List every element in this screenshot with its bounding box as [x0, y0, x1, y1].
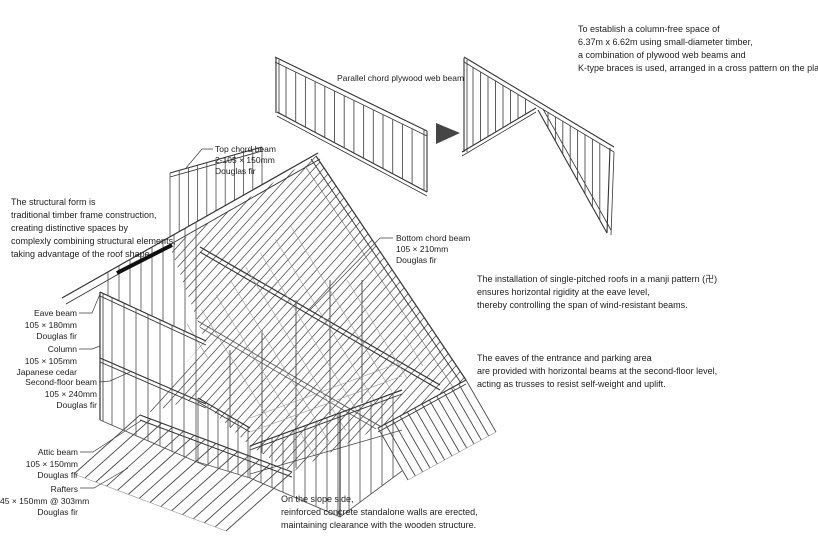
- note-line: The structural form is: [11, 197, 96, 207]
- note-line: 6.37m x 6.62m using small-diameter timbe…: [578, 37, 753, 47]
- label-line: Douglas fir: [36, 331, 77, 342]
- note-line: reinforced concrete standalone walls are…: [281, 507, 478, 517]
- label-line: Second-floor beam: [25, 377, 97, 387]
- note-line: taking advantage of the roof shape.: [11, 249, 153, 259]
- note-line: complexly combining structural elements,: [11, 236, 176, 246]
- label-second-floor-beam: Second-floor beam 105 × 240mm Douglas fi…: [0, 377, 97, 412]
- note-line: To establish a column-free space of: [578, 24, 720, 34]
- label-line: Eave beam: [34, 308, 77, 318]
- label-line: 105 × 240mm: [44, 388, 97, 399]
- label-line: Douglas fir: [396, 254, 437, 265]
- leader-lines: [79, 148, 393, 489]
- label-top-chord-beam: Top chord beam 2-105 × 150mm Douglas fir: [215, 144, 276, 176]
- label-line: 105 × 210mm: [396, 243, 449, 254]
- highlighted-beam: [116, 243, 173, 275]
- note-eaves: The eaves of the entrance and parking ar…: [477, 352, 717, 391]
- note-line: creating distinctive spaces by: [11, 223, 129, 233]
- label-attic-beam: Attic beam 105 × 150mm Douglas fir: [0, 447, 78, 482]
- label-line: Japanese cedar: [16, 367, 78, 378]
- label-line: Bottom chord beam: [396, 233, 471, 243]
- lower-stud-walls: [139, 361, 403, 518]
- left-eave-rafter-fan: [73, 414, 293, 532]
- top-chord-truss-panel: [169, 146, 263, 237]
- note-line: traditional timber frame construction,: [11, 210, 157, 220]
- label-rafters: Rafters 45 × 150mm @ 303mm Douglas fir: [0, 484, 90, 519]
- label-bottom-chord-beam: Bottom chord beam 105 × 210mm Douglas fi…: [396, 233, 470, 265]
- note-line: thereby controlling the span of wind-res…: [477, 300, 688, 310]
- note-line: are provided with horizontal beams at th…: [477, 366, 718, 376]
- label-line: 45 × 150mm @ 303mm: [0, 495, 90, 506]
- label-line: Douglas fir: [215, 165, 256, 176]
- note-line: maintaining clearance with the wooden st…: [281, 520, 477, 530]
- label-line: Douglas fir: [37, 470, 78, 481]
- note-line: K-type braces is used, arranged in a cro…: [578, 63, 818, 73]
- right-eave-rafter-fan: [377, 379, 497, 481]
- note-line: The eaves of the entrance and parking ar…: [477, 353, 652, 363]
- label-line: Douglas fir: [37, 507, 78, 518]
- label-eave-beam: Eave beam 105 × 180mm Douglas fir: [0, 308, 77, 343]
- web-beam-inset-drawing: [274, 56, 428, 197]
- label-line: 105 × 150mm: [25, 458, 78, 469]
- k-brace-inset-drawing: [461, 56, 615, 236]
- note-top-right: To establish a column-free space of 6.37…: [578, 23, 818, 75]
- note-line: The installation of single-pitched roofs…: [477, 274, 718, 284]
- note-line: ensures horizontal rigidity at the eave …: [477, 287, 650, 297]
- transform-arrow-icon: [436, 123, 460, 144]
- label-line: Attic beam: [37, 447, 78, 457]
- label-line: 105 × 105mm: [24, 355, 77, 366]
- note-slope: On the slope side, reinforced concrete s…: [281, 493, 478, 532]
- label-line: Douglas fir: [56, 400, 97, 411]
- note-line: On the slope side,: [281, 494, 354, 504]
- label-line: Top chord beam: [215, 144, 276, 154]
- label-line: Column: [47, 344, 77, 354]
- label-line: 2-105 × 150mm: [215, 154, 275, 165]
- label-line: 105 × 180mm: [24, 319, 77, 330]
- label-parallel-chord-beam: Parallel chord plywood web beam: [337, 73, 465, 83]
- label-column: Column 105 × 105mm Japanese cedar: [0, 344, 78, 379]
- label-line: Rafters: [50, 484, 78, 494]
- note-line: a combination of plywood web beams and: [578, 50, 746, 60]
- note-manji: The installation of single-pitched roofs…: [477, 273, 717, 312]
- note-line: acting as trusses to resist self-weight …: [477, 379, 666, 389]
- note-structural-form: The structural form is traditional timbe…: [11, 196, 176, 261]
